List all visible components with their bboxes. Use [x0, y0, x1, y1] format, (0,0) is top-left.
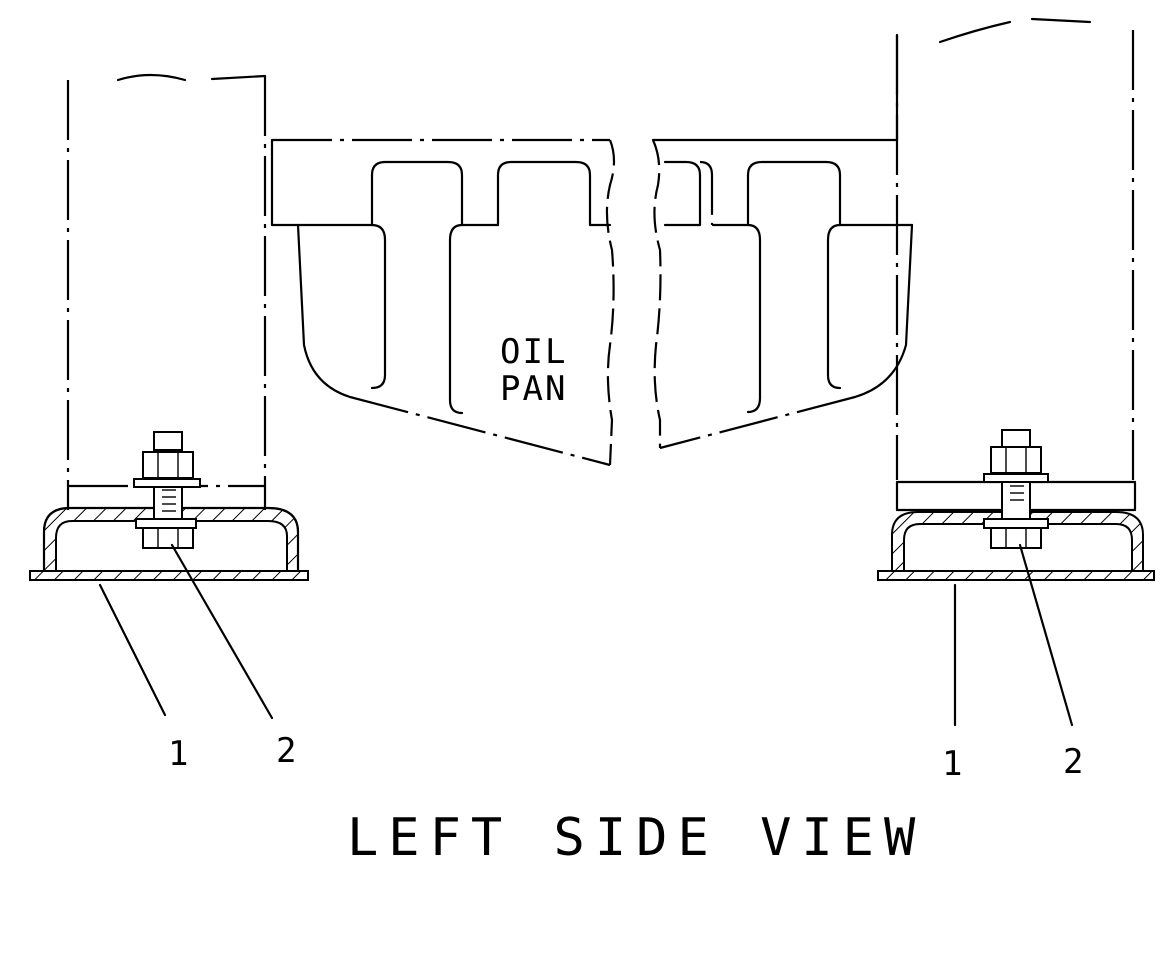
oil-pan-label-line2: PAN — [500, 369, 567, 409]
oil-pan-right-half — [651, 33, 914, 450]
callout-leaders — [98, 543, 1074, 727]
callout-2-right: 2 — [1063, 742, 1083, 782]
view-title: LEFT SIDE VIEW — [347, 808, 925, 868]
oil-pan-left-half: OIL PAN — [270, 138, 616, 467]
right-engine-block — [895, 17, 1137, 512]
oil-pan-label-line1: OIL — [500, 332, 567, 372]
callout-1-left: 1 — [168, 734, 188, 774]
callout-2-left: 2 — [276, 731, 296, 771]
callout-1-right: 1 — [942, 744, 962, 784]
left-engine-mount — [29, 431, 309, 581]
right-engine-mount — [877, 429, 1155, 581]
